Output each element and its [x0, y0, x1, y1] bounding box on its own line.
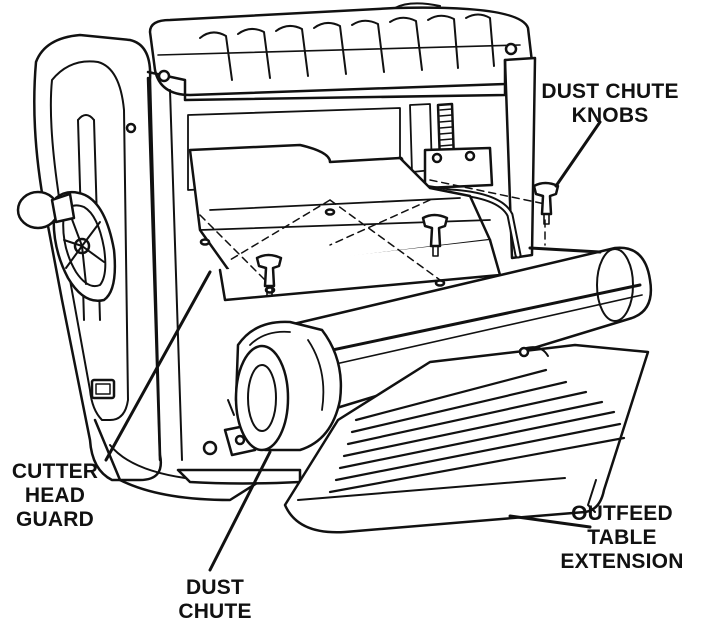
- dust-chute-knob: [532, 181, 560, 225]
- dust-chute: [234, 246, 653, 452]
- label-outfeed-table-extension: OUTFEED TABLE EXTENSION: [540, 502, 704, 574]
- label-cutter-head-guard: CUTTER HEAD GUARD: [0, 460, 110, 532]
- dust-chute-knob: [255, 253, 283, 297]
- label-line: GUARD: [16, 508, 94, 531]
- alignment-lines: [199, 179, 551, 286]
- top-cover: [148, 2, 534, 97]
- label-dust-chute: DUST CHUTE: [160, 576, 270, 624]
- cutter-head-guard: [188, 143, 502, 302]
- label-line: OUTFEED: [571, 502, 673, 525]
- label-line: EXTENSION: [560, 550, 684, 573]
- label-line: TABLE: [587, 526, 657, 549]
- handwheel: [16, 190, 117, 302]
- label-line: CHUTE: [178, 600, 252, 623]
- label-dust-chute-knobs: DUST CHUTE KNOBS: [520, 80, 700, 128]
- label-line: DUST CHUTE: [541, 80, 679, 103]
- label-line: CUTTER: [11, 460, 99, 483]
- right-column: [503, 42, 537, 260]
- label-line: KNOBS: [571, 104, 649, 127]
- dust-chute-knob: [421, 213, 449, 257]
- outfeed-table: [283, 343, 650, 534]
- mounting-holes: [199, 208, 446, 294]
- front-frame: [125, 58, 507, 462]
- leader-lines: [104, 120, 602, 572]
- label-line: HEAD: [24, 484, 86, 507]
- label-line: DUST: [186, 576, 244, 599]
